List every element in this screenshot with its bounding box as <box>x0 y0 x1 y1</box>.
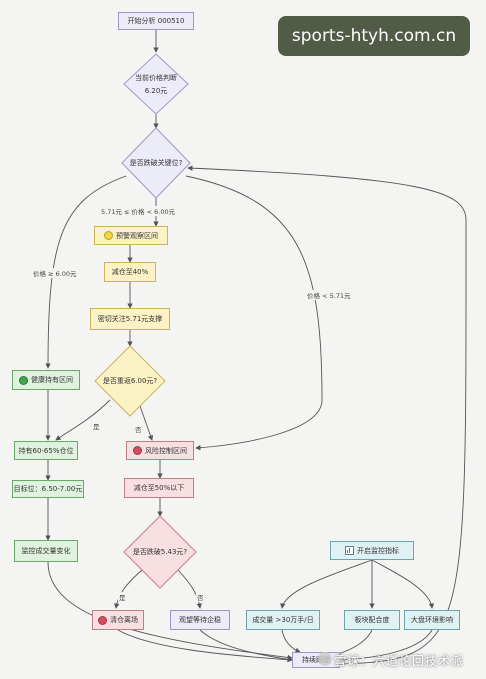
edge-label-above6: 价格 ≥ 6.00元 <box>32 268 78 278</box>
wait-node: 观望等待企稳 <box>170 610 230 630</box>
edge-break-clear <box>114 569 143 609</box>
edge-monitor-market <box>371 559 435 609</box>
edge-volume30-end <box>281 629 301 653</box>
diamond-price-judge <box>123 53 189 115</box>
hold-label: 持有60-65%仓位 <box>18 446 74 455</box>
sector-label: 板块配合度 <box>354 616 390 624</box>
edge-break-wait <box>177 569 202 609</box>
risk-zone-node: 风险控制区间 <box>126 441 194 460</box>
market-label: 大盘环境影响 <box>411 616 453 624</box>
clear-node: 清仓离场 <box>92 610 144 630</box>
warn-dot-icon <box>104 231 113 240</box>
reduce50-node: 减仓至50%以下 <box>124 478 194 498</box>
healthy-zone-node: 健康持有区间 <box>12 370 80 390</box>
edge-label-no1: 否 <box>134 424 143 434</box>
exec-monitor-node: 开启监控指标 <box>330 541 414 560</box>
edge-regain-hold <box>55 399 111 441</box>
target-node: 目标位：6.50-7.00元 <box>12 480 84 498</box>
sector-node: 板块配合度 <box>344 610 400 630</box>
volume30-label: 成交量 >30万手/日 <box>252 616 314 624</box>
exec-monitor-label: 开启监控指标 <box>357 546 399 555</box>
warn-zone-node: 预警观察区间 <box>94 226 168 245</box>
end-label: 持续跟踪 <box>302 656 330 664</box>
watch-support-node: 密切关注5.71元支撑 <box>90 308 170 330</box>
edge-monitor-volume30 <box>280 559 373 609</box>
reduce50-label: 减仓至50%以下 <box>133 484 185 492</box>
edge-wait-end <box>199 629 293 662</box>
snowball-logo-icon <box>318 652 332 666</box>
edge-key-risk <box>185 175 323 451</box>
edge-label-below571: 价格 < 5.71元 <box>306 290 352 300</box>
edge-end-loop <box>187 165 467 665</box>
edge-regain-risk <box>139 405 154 441</box>
risk-dot-icon <box>133 446 142 455</box>
warn-zone-label: 预警观察区间 <box>116 231 158 240</box>
regain-label: 是否重返6.00元? <box>102 377 158 385</box>
bottom-watermark: 雪球：六道论回技术派 <box>334 654 465 668</box>
diamond-break <box>123 515 197 589</box>
target-label: 目标位：6.50-7.00元 <box>13 485 83 493</box>
key-level-label: 是否跌破关键位? <box>129 159 183 167</box>
risk-zone-label: 风险控制区间 <box>145 446 187 455</box>
volume30-node: 成交量 >30万手/日 <box>246 610 320 630</box>
healthy-zone-label: 健康持有区间 <box>31 376 73 384</box>
end-node: 持续跟踪 <box>292 652 340 668</box>
diamond-regain <box>94 345 166 417</box>
start-label: 开始分析 000510 <box>127 17 185 25</box>
site-watermark: sports-htyh.com.cn <box>278 16 470 56</box>
edge-label-yes2: 是 <box>118 592 127 602</box>
edge-clear-end <box>117 629 293 663</box>
wait-label: 观望等待企稳 <box>179 616 221 624</box>
edge-label-yes1: 是 <box>92 421 101 431</box>
chart-icon <box>345 546 354 555</box>
price-judge-label: 当前价格判断 6.20元 <box>135 74 177 95</box>
edge-key-healthy <box>45 175 127 369</box>
edge-label-no2: 否 <box>196 592 205 602</box>
edge-label-mid-range: 5.71元 ≤ 价格 < 6.00元 <box>100 206 177 216</box>
edge-market-end <box>339 629 433 663</box>
clear-dot-icon <box>98 615 107 625</box>
hold-node: 持有60-65%仓位 <box>14 441 78 460</box>
clear-label: 清仓离场 <box>110 616 138 624</box>
reduce40-node: 减仓至40% <box>104 262 156 282</box>
market-node: 大盘环境影响 <box>404 610 460 630</box>
monitor-volume-node: 监控成交量变化 <box>14 540 78 562</box>
break-label: 是否跌破5.43元? <box>132 548 188 556</box>
healthy-dot-icon <box>19 375 28 385</box>
diamond-key-level <box>121 127 191 199</box>
watch-support-label: 密切关注5.71元支撑 <box>97 315 163 323</box>
start-node: 开始分析 000510 <box>118 12 194 30</box>
monitor-volume-label: 监控成交量变化 <box>21 547 71 555</box>
reduce40-label: 减仓至40% <box>111 268 149 276</box>
